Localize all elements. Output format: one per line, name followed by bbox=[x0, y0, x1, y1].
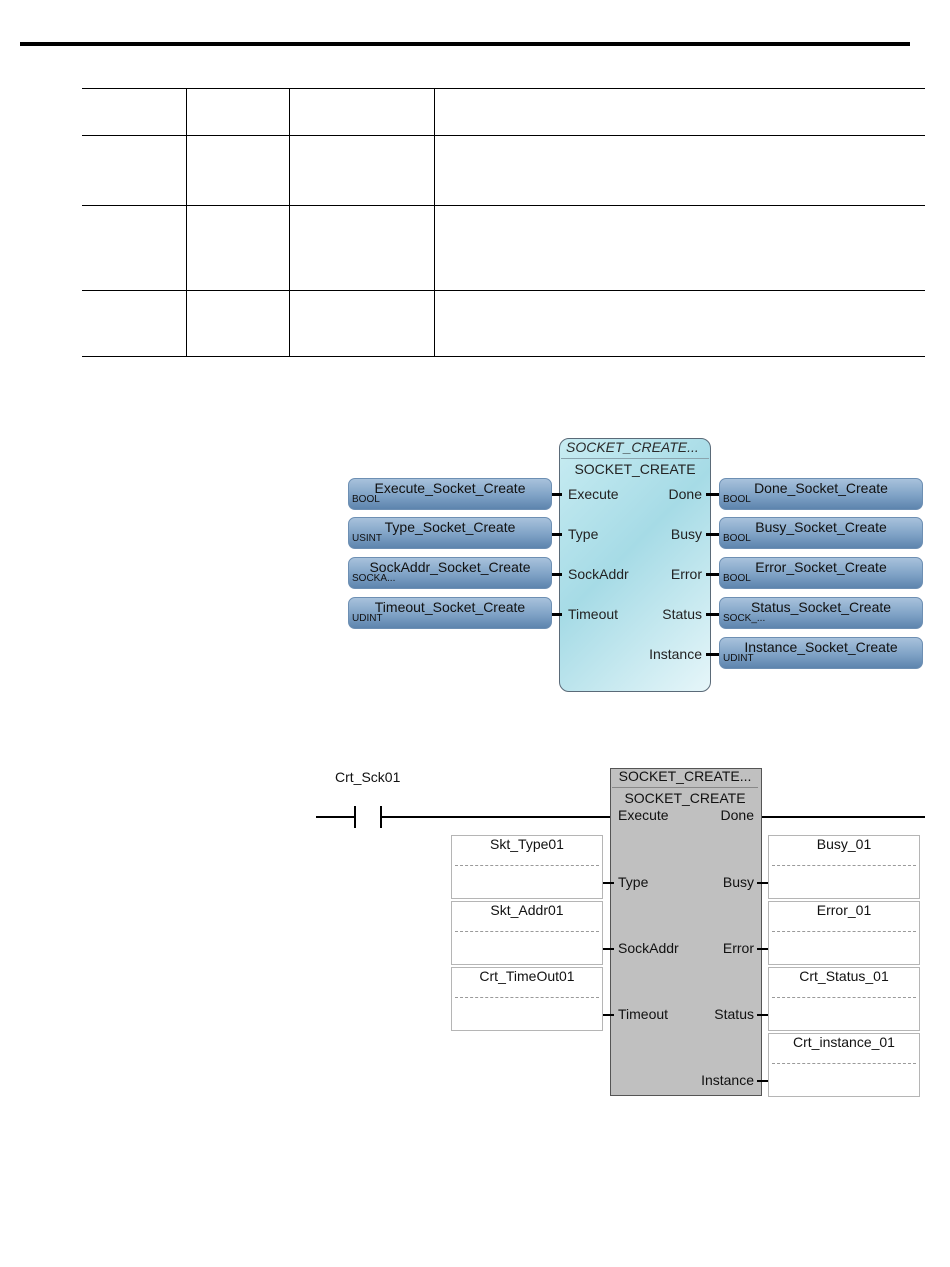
ld-pin-status: Status bbox=[714, 1006, 754, 1022]
ld-block-type: SOCKET_CREATE bbox=[624, 790, 746, 806]
fbd-pin-type: Type bbox=[568, 526, 599, 542]
fbd-wire bbox=[706, 573, 720, 576]
fbd-pin-busy: Busy bbox=[670, 526, 702, 542]
fbd-var-instance[interactable]: Instance_Socket_Create UDINT bbox=[719, 637, 923, 669]
parameter-table bbox=[82, 88, 925, 357]
ld-wire bbox=[757, 1014, 771, 1016]
ld-rung-wire bbox=[316, 816, 354, 818]
ld-rung-wire-done bbox=[760, 816, 925, 818]
fbd-var-error[interactable]: Error_Socket_Create BOOL bbox=[719, 557, 923, 589]
fbd-var-done[interactable]: Done_Socket_Create BOOL bbox=[719, 478, 923, 510]
fbd-var-sockaddr[interactable]: SockAddr_Socket_Create SOCKA... bbox=[348, 557, 552, 589]
ld-wire bbox=[757, 882, 771, 884]
fbd-wire bbox=[706, 493, 720, 496]
ld-var-timeout[interactable]: Crt_TimeOut01 bbox=[451, 967, 603, 1031]
ld-var-error[interactable]: Error_01 bbox=[768, 901, 920, 965]
fbd-pin-timeout: Timeout bbox=[568, 606, 619, 622]
ld-pin-error: Error bbox=[722, 940, 754, 956]
ld-wire bbox=[600, 882, 614, 884]
ld-wire bbox=[600, 948, 614, 950]
fbd-pin-sockaddr: SockAddr bbox=[568, 566, 629, 582]
ld-var-instance[interactable]: Crt_instance_01 bbox=[768, 1033, 920, 1097]
fbd-wire bbox=[706, 613, 720, 616]
fbd-wire bbox=[548, 573, 562, 576]
ld-pin-type: Type bbox=[618, 874, 649, 890]
ld-pin-execute: Execute bbox=[618, 807, 669, 823]
ld-pin-instance: Instance bbox=[701, 1072, 754, 1088]
ld-var-sockaddr[interactable]: Skt_Addr01 bbox=[451, 901, 603, 965]
fbd-var-type[interactable]: Type_Socket_Create USINT bbox=[348, 517, 552, 549]
fbd-pin-status: Status bbox=[662, 606, 702, 622]
fbd-wire bbox=[548, 493, 562, 496]
ld-pin-done: Done bbox=[720, 807, 754, 823]
ld-block-divider bbox=[612, 787, 758, 788]
fbd-block-instance: SOCKET_CREATE... bbox=[566, 439, 699, 455]
fbd-block-divider bbox=[561, 458, 709, 459]
ld-pin-timeout: Timeout bbox=[618, 1006, 669, 1022]
ld-pin-busy: Busy bbox=[722, 874, 754, 890]
ld-wire bbox=[757, 948, 771, 950]
ld-rung-wire bbox=[382, 816, 610, 818]
ld-wire bbox=[600, 1014, 614, 1016]
fbd-wire bbox=[548, 533, 562, 536]
ld-contact-left-bar[interactable] bbox=[354, 806, 356, 828]
fbd-pin-execute: Execute bbox=[568, 486, 619, 502]
fbd-wire bbox=[706, 653, 720, 656]
ld-var-busy[interactable]: Busy_01 bbox=[768, 835, 920, 899]
ld-pin-sockaddr: SockAddr bbox=[618, 940, 679, 956]
fbd-pin-instance: Instance bbox=[649, 646, 702, 662]
ld-block[interactable] bbox=[610, 768, 762, 1096]
fbd-var-status[interactable]: Status_Socket_Create SOCK_... bbox=[719, 597, 923, 629]
ld-contact-right-bar[interactable] bbox=[380, 806, 382, 828]
fbd-block-type: SOCKET_CREATE bbox=[574, 461, 696, 477]
fbd-var-busy[interactable]: Busy_Socket_Create BOOL bbox=[719, 517, 923, 549]
fbd-pin-done: Done bbox=[668, 486, 702, 502]
fbd-pin-error: Error bbox=[670, 566, 702, 582]
ld-var-status[interactable]: Crt_Status_01 bbox=[768, 967, 920, 1031]
ld-wire bbox=[757, 1080, 771, 1082]
fbd-wire bbox=[706, 533, 720, 536]
fbd-wire bbox=[548, 613, 562, 616]
page-top-rule bbox=[20, 42, 910, 46]
fbd-var-execute[interactable]: Execute_Socket_Create BOOL bbox=[348, 478, 552, 510]
fbd-var-timeout[interactable]: Timeout_Socket_Create UDINT bbox=[348, 597, 552, 629]
ld-block-instance: SOCKET_CREATE... bbox=[618, 768, 752, 784]
ld-var-type[interactable]: Skt_Type01 bbox=[451, 835, 603, 899]
ld-contact-label: Crt_Sck01 bbox=[335, 769, 401, 785]
fbd-block[interactable] bbox=[559, 438, 711, 692]
